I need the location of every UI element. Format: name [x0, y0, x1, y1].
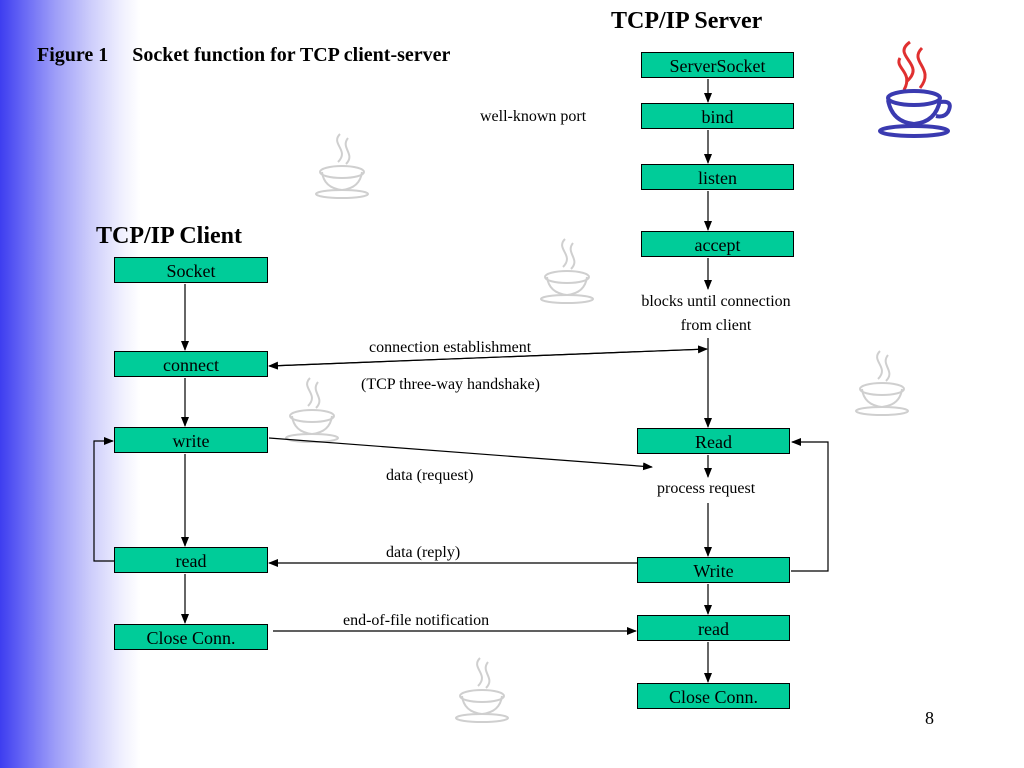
- java-cup-watermark-icon: [285, 377, 339, 443]
- handshake-label: (TCP three-way handshake): [361, 376, 540, 393]
- figure-number: Figure 1: [37, 44, 109, 66]
- server-read-box: Read: [637, 428, 790, 454]
- arrow-server-loop: [791, 438, 829, 572]
- client-connect-box: connect: [114, 351, 268, 377]
- eof-notification-label: end-of-file notification: [343, 612, 490, 629]
- server-read-eof-box: read: [637, 615, 790, 641]
- server-heading: TCP/IP Server: [611, 8, 763, 34]
- client-write-box: write: [114, 427, 268, 453]
- page-number: 8: [925, 708, 934, 728]
- well-known-port-label: well-known port: [480, 108, 587, 125]
- server-serversocket-box: ServerSocket: [641, 52, 794, 78]
- java-cup-watermark-icon: [315, 133, 369, 199]
- connection-establishment-label: connection establishment: [369, 339, 532, 356]
- server-accept-box: accept: [641, 231, 794, 257]
- java-logo-icon: [878, 40, 952, 138]
- server-close-conn-box: Close Conn.: [637, 683, 790, 709]
- process-request-label: process request: [657, 480, 756, 497]
- data-request-label: data (request): [386, 467, 474, 484]
- blocks-line-1: blocks until connection: [641, 293, 791, 310]
- client-heading: TCP/IP Client: [96, 223, 243, 249]
- figure-caption: Figure 1 Socket function for TCP client-s…: [37, 44, 450, 67]
- arrow-data-request: [268, 437, 653, 471]
- server-write-box: Write: [637, 557, 790, 583]
- client-close-conn-box: Close Conn.: [114, 624, 268, 650]
- server-listen-box: listen: [641, 164, 794, 190]
- java-cup-watermark-icon: [540, 238, 594, 304]
- figure-title: Socket function for TCP client-server: [132, 44, 451, 66]
- client-read-box: read: [114, 547, 268, 573]
- server-bind-box: bind: [641, 103, 794, 129]
- blocks-until-connection-label: blocks until connection from client: [618, 290, 814, 338]
- data-reply-label: data (reply): [386, 544, 461, 561]
- arrow-client-loop: [93, 437, 114, 562]
- java-cup-watermark-icon: [455, 657, 509, 723]
- client-socket-box: Socket: [114, 257, 268, 283]
- blocks-line-2: from client: [680, 317, 752, 334]
- java-cup-watermark-icon: [855, 350, 909, 416]
